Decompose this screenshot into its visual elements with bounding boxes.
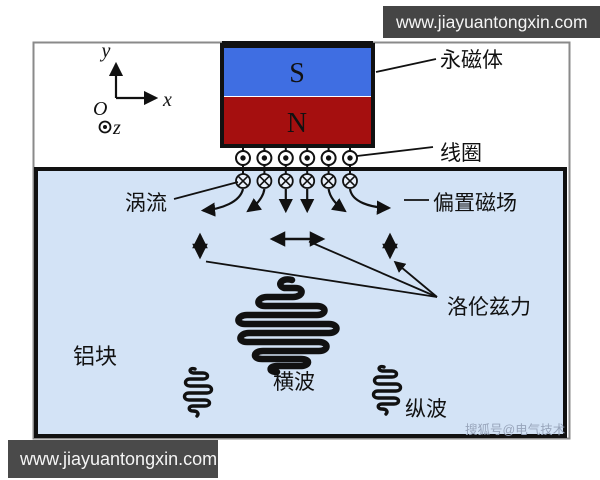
permanent-magnet: S N xyxy=(220,41,375,148)
permanent-magnet-label: 永磁体 xyxy=(440,48,503,72)
magnet-north-pole: N xyxy=(287,108,307,139)
coordinate-axes xyxy=(98,61,159,134)
sohu-watermark: 搜狐号@电气技术 xyxy=(465,422,566,437)
aluminum-block-label: 铝块 xyxy=(73,344,117,369)
longitudinal-wave-label: 纵波 xyxy=(405,397,447,421)
lorentz-force-leaders xyxy=(205,240,438,298)
lorentz-force-label: 洛伦兹力 xyxy=(447,295,531,319)
coil-label: 线圈 xyxy=(440,141,482,165)
magnet-north-half xyxy=(224,97,371,145)
z-axis-label: z xyxy=(112,117,121,139)
aluminum-block xyxy=(34,167,567,438)
eddy-current-label: 涡流 xyxy=(125,191,167,215)
magnet-south-pole: S xyxy=(289,58,305,89)
origin-label: O xyxy=(93,98,107,120)
magnet-south-half xyxy=(224,48,371,96)
coil-leader xyxy=(356,146,434,157)
x-axis-label: x xyxy=(162,89,172,111)
top-url-banner: www.jiayuantongxin.com xyxy=(383,6,600,38)
lorentz-force-arrows xyxy=(192,231,398,260)
transverse-wave-label: 横波 xyxy=(273,370,315,394)
wave-packet-right xyxy=(371,364,403,416)
permanent-magnet-leader xyxy=(375,58,437,73)
bias-field-label: 偏置磁场 xyxy=(433,191,517,215)
eddy-current-leader xyxy=(173,181,239,200)
wave-packet-main xyxy=(235,276,340,376)
wave-packet-left xyxy=(182,366,214,418)
coil-turns xyxy=(235,148,358,189)
eddy-current-arrows xyxy=(200,188,392,217)
top-url-text: www.jiayuantongxin.com xyxy=(396,11,588,32)
y-axis-label: y xyxy=(100,40,111,62)
bottom-url-text: www.jiayuantongxin.com xyxy=(20,448,218,469)
bottom-url-banner: www.jiayuantongxin.com xyxy=(8,440,218,478)
